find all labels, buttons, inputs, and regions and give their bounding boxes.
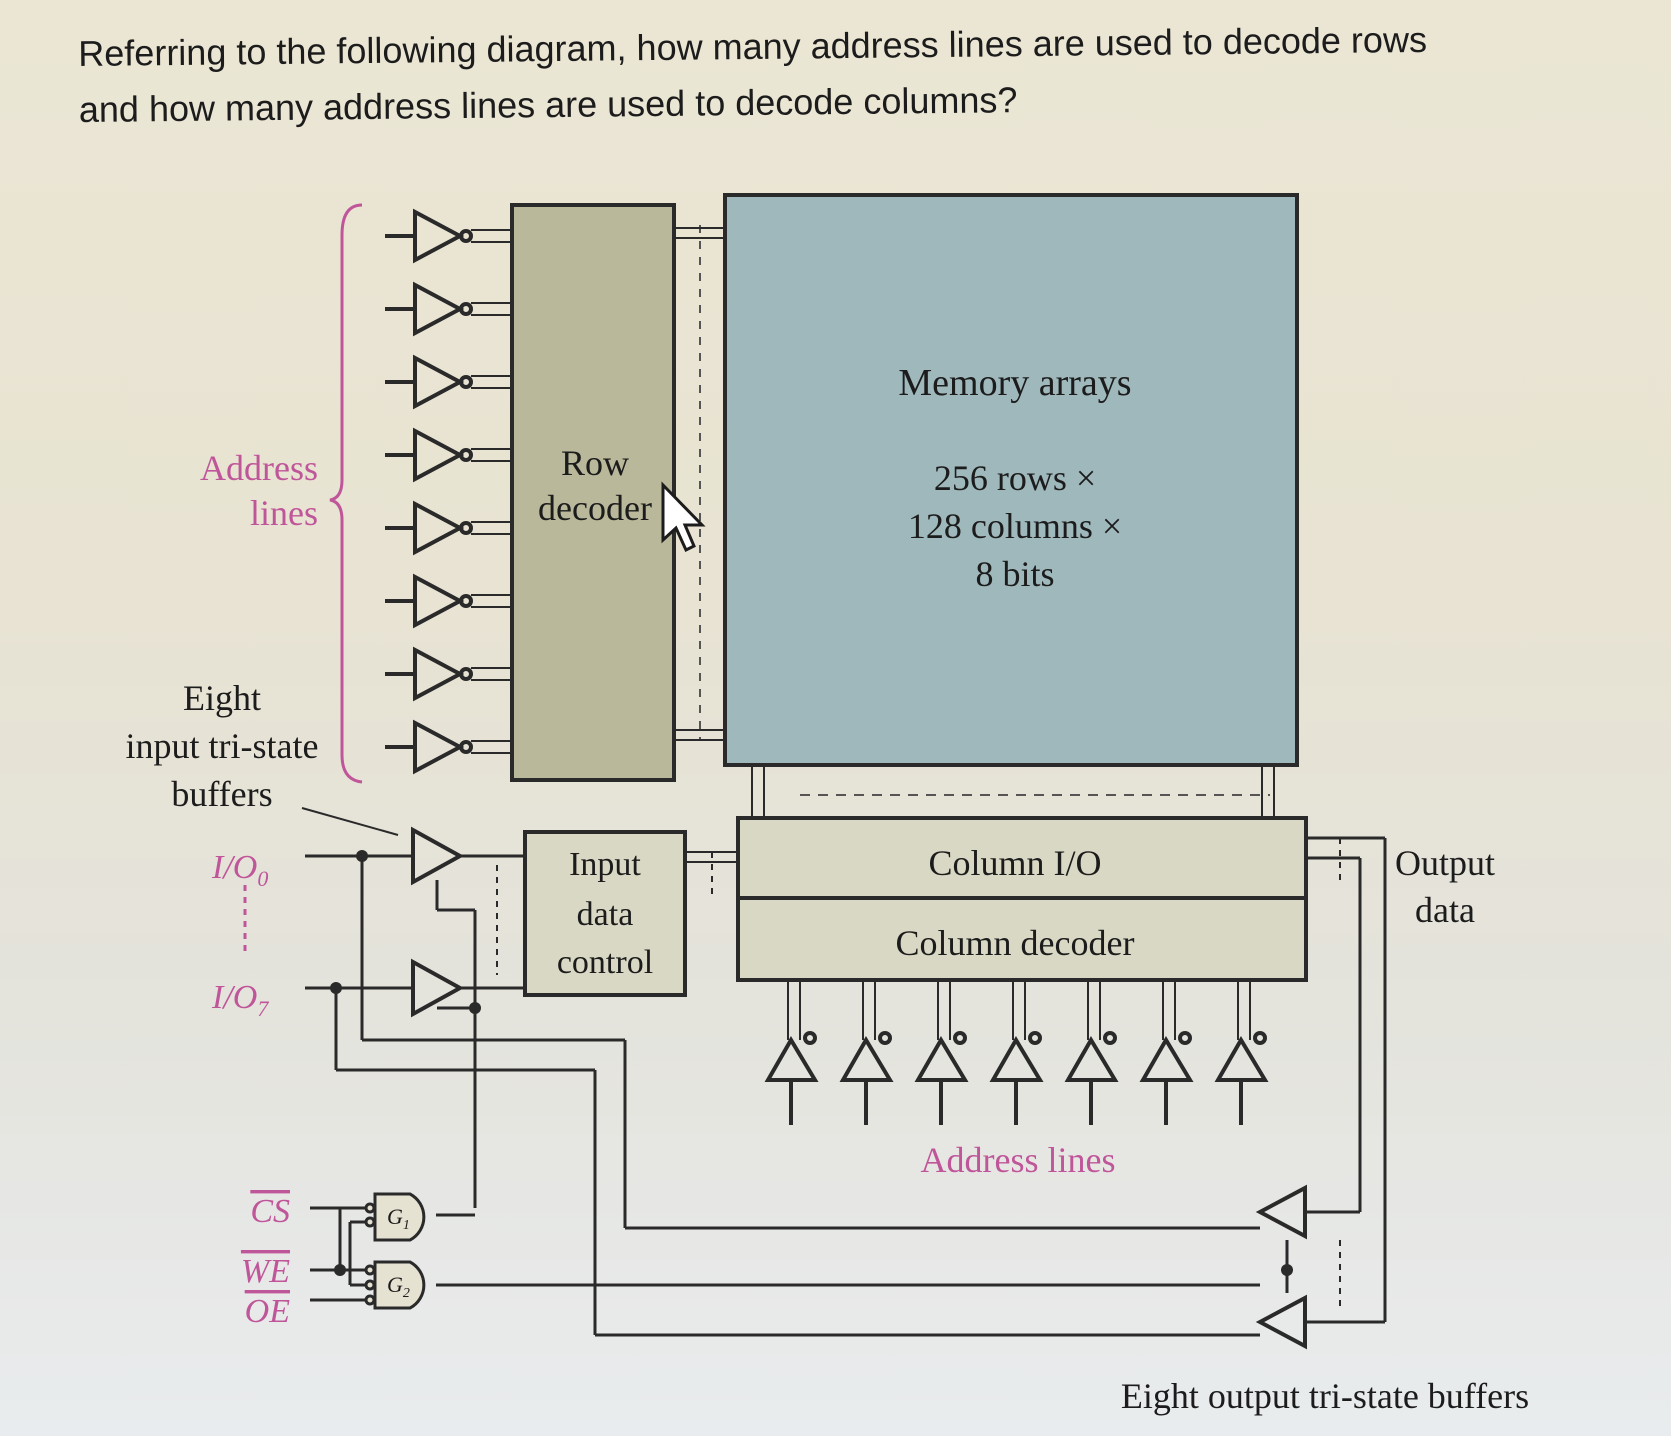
output-data-label-1: Output bbox=[1395, 843, 1495, 883]
input-data-control-label-1: Input bbox=[569, 846, 641, 883]
row-decoder-label-1: Row bbox=[561, 443, 629, 483]
row-decoder-block bbox=[510, 203, 676, 782]
column-address-buffers bbox=[764, 980, 1269, 1125]
io7-label: I/O bbox=[211, 979, 257, 1016]
gate-g1 bbox=[364, 1192, 426, 1242]
svg-text:G1: G1 bbox=[387, 1204, 410, 1233]
row-buffer-7 bbox=[385, 646, 512, 702]
row-buffer-5 bbox=[385, 500, 512, 556]
eight-input-label-2: input tri-state bbox=[126, 726, 319, 766]
address-lines-label-left-1: Address bbox=[200, 448, 318, 488]
memory-bits-text: 8 bits bbox=[975, 554, 1054, 594]
memory-rows-text: 256 rows × bbox=[934, 458, 1096, 498]
column-io-label: Column I/O bbox=[928, 843, 1101, 883]
g2-subscript: 2 bbox=[403, 1286, 410, 1301]
col-buffer-5 bbox=[1064, 980, 1119, 1125]
address-lines-bracket bbox=[329, 203, 363, 784]
g2-label: G bbox=[387, 1272, 403, 1297]
input-data-control-label-3: control bbox=[557, 944, 653, 981]
row-buffer-8 bbox=[385, 719, 512, 775]
eight-input-label-3: buffers bbox=[171, 774, 272, 814]
input-data-control-block bbox=[523, 830, 687, 997]
row-address-buffers bbox=[385, 208, 512, 775]
gate-g2 bbox=[364, 1260, 426, 1310]
row-buffer-3 bbox=[385, 354, 512, 410]
address-lines-label-left-2: lines bbox=[250, 493, 318, 533]
svg-text:I/O0: I/O0 bbox=[211, 849, 268, 891]
row-decoder-label-2: decoder bbox=[538, 488, 652, 528]
row-buffer-2 bbox=[385, 281, 512, 337]
memory-array-block bbox=[723, 193, 1299, 767]
eight-output-buffers-label: Eight output tri-state buffers bbox=[1121, 1376, 1529, 1416]
memory-columns-text: 128 columns × bbox=[908, 506, 1122, 546]
col-buffer-4 bbox=[989, 980, 1044, 1125]
input-data-control-label-2: data bbox=[577, 896, 634, 933]
input-tristate-buffers bbox=[411, 826, 465, 1018]
col-buffer-7 bbox=[1214, 980, 1269, 1125]
output-data-label-2: data bbox=[1415, 890, 1475, 930]
mouse-cursor-icon bbox=[661, 481, 706, 553]
row-buffer-1 bbox=[385, 208, 512, 264]
address-lines-label-bottom: Address lines bbox=[921, 1140, 1116, 1180]
oe-label: OE bbox=[245, 1293, 291, 1330]
column-decoder-label: Column decoder bbox=[896, 923, 1135, 963]
row-buffer-6 bbox=[385, 573, 512, 629]
col-buffer-1 bbox=[764, 980, 819, 1125]
column-decoder-block bbox=[736, 896, 1308, 982]
memory-arrays-title: Memory arrays bbox=[898, 362, 1131, 404]
io7-subscript: 7 bbox=[257, 996, 269, 1021]
io0-subscript: 0 bbox=[257, 866, 268, 891]
col-buffer-2 bbox=[839, 980, 894, 1125]
svg-text:G2: G2 bbox=[387, 1272, 410, 1301]
cs-label: CS bbox=[250, 1193, 290, 1230]
g1-label: G bbox=[387, 1204, 403, 1229]
eight-input-label-1: Eight bbox=[183, 678, 261, 718]
col-buffer-6 bbox=[1139, 980, 1194, 1125]
g1-subscript: 1 bbox=[403, 1218, 410, 1233]
col-buffer-3 bbox=[914, 980, 969, 1125]
we-label: WE bbox=[241, 1253, 290, 1290]
svg-text:I/O7: I/O7 bbox=[211, 979, 269, 1021]
row-buffer-4 bbox=[385, 427, 512, 483]
io0-label: I/O bbox=[211, 849, 257, 886]
